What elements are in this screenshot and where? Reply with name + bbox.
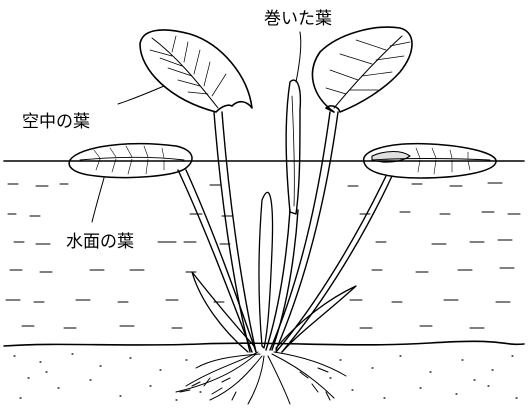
stems — [178, 112, 392, 352]
label-floating-leaf: 水面の葉 — [66, 234, 134, 251]
aerial-leaf-right — [312, 27, 412, 112]
roots — [176, 352, 346, 404]
basal-leaves — [192, 192, 356, 352]
water-dashes — [6, 183, 520, 328]
rolled-leaf — [286, 80, 300, 214]
label-aerial-leaf: 空中の葉 — [22, 114, 90, 131]
label-rolled-leaf: 巻いた葉 — [264, 11, 332, 28]
aerial-leaf-left — [140, 30, 252, 112]
sediment-dots — [14, 354, 517, 400]
leader-line-rolled — [296, 32, 301, 82]
leader-line-aerial — [118, 86, 164, 104]
leader-line-floating — [92, 178, 104, 222]
